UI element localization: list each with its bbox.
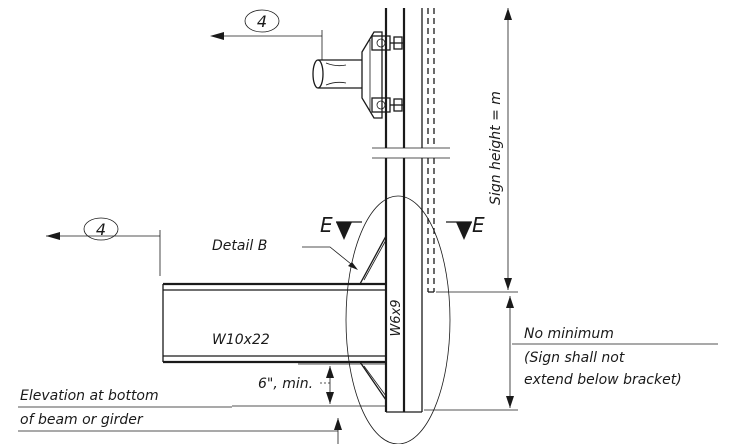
elevation-note: Elevation at bottom of beam or girder <box>18 388 338 432</box>
callout-top-text: 4 <box>257 12 267 31</box>
section-marker-right: E <box>446 213 485 240</box>
detail-b-label: Detail B <box>212 238 267 254</box>
bolt-upper <box>371 35 404 51</box>
detail-b-group: Detail B <box>212 195 451 444</box>
no-minimum-note: No minimum (Sign shall not extend below … <box>424 296 718 411</box>
bolt-lower <box>371 97 404 113</box>
beam-label: W10x22 <box>212 332 270 348</box>
pipe-bracket-group <box>312 31 404 119</box>
callout-left-group: 4 <box>46 217 161 276</box>
break-lines <box>372 147 450 159</box>
section-right-text: E <box>472 213 485 237</box>
section-marker-left: E <box>320 213 362 240</box>
sign-height-dimension: Sign height = m <box>436 8 518 293</box>
callout-left-text: 4 <box>96 220 106 239</box>
elevation-line-2: of beam or girder <box>20 412 144 428</box>
detail-b-ellipse <box>345 195 451 444</box>
no-minimum-line-3: extend below bracket) <box>524 372 682 388</box>
sign-height-label: Sign height = m <box>488 91 504 205</box>
no-minimum-line-1: No minimum <box>524 326 614 342</box>
post-label: W6x9 <box>389 299 404 336</box>
beam-w10x22: W10x22 <box>162 282 386 364</box>
callout-top-bubble <box>244 9 280 33</box>
callout-top-group: 4 <box>210 9 323 60</box>
no-minimum-line-2: (Sign shall not <box>524 350 625 366</box>
section-left-text: E <box>320 213 333 237</box>
callout-left-bubble <box>83 217 119 241</box>
post-upper <box>384 8 435 148</box>
post-lower <box>384 158 435 413</box>
six-min-dimension: 6", min. <box>232 363 386 407</box>
stiffeners <box>358 235 387 403</box>
six-min-label: 6", min. <box>258 376 313 392</box>
elevation-line-1: Elevation at bottom <box>20 388 159 404</box>
